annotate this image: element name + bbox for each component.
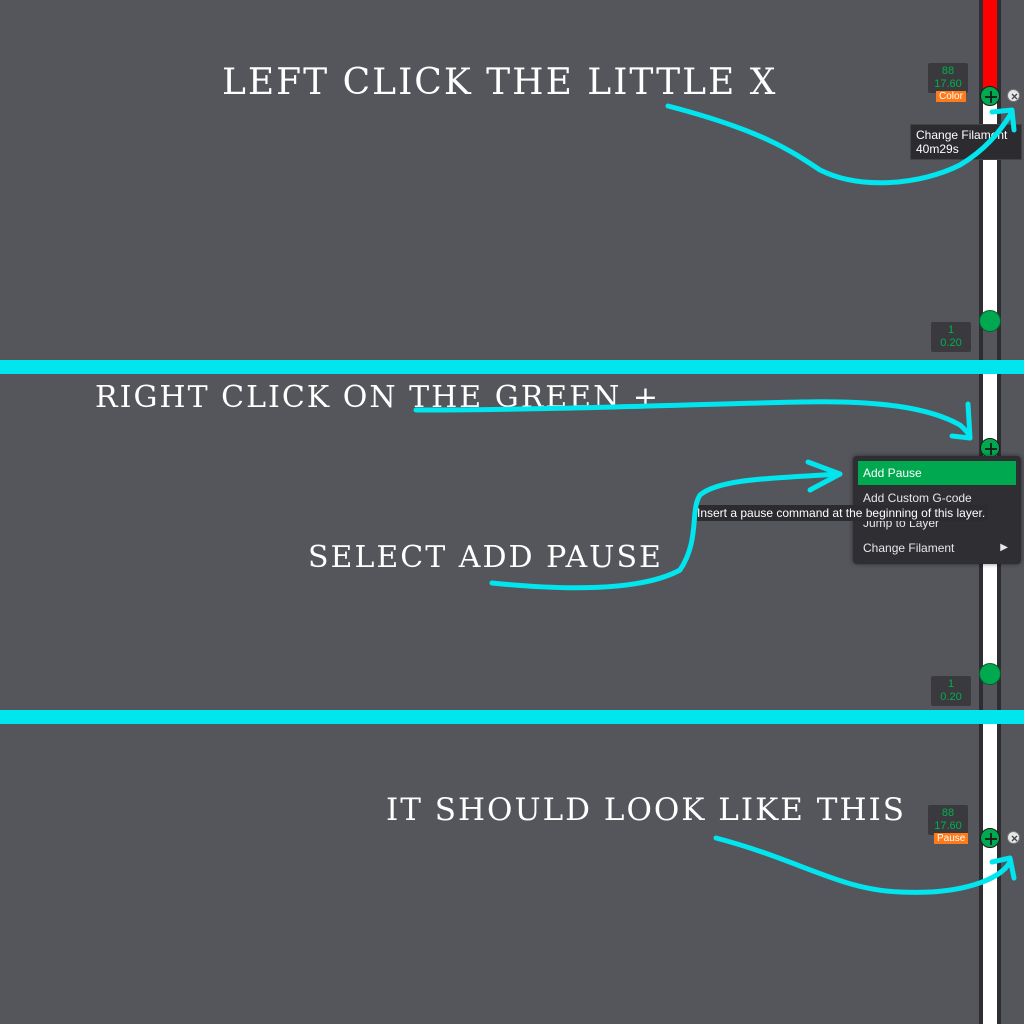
panel-step-2: RIGHT CLICK ON THE GREEN + SELECT ADD PA… bbox=[0, 374, 1024, 710]
bottom-layer-label: 1 0.20 bbox=[931, 676, 971, 706]
caption-step-4: IT SHOULD LOOK LIKE THIS bbox=[386, 792, 906, 828]
top-layer-height: 17.60 bbox=[934, 820, 962, 832]
upper-thumb-plus-button[interactable] bbox=[980, 438, 1000, 458]
top-layer-height: 17.60 bbox=[934, 78, 962, 90]
tooltip-time: 40m29s bbox=[916, 142, 959, 156]
bottom-layer-number: 1 bbox=[947, 324, 955, 336]
menu-item-add-pause[interactable]: Add Pause bbox=[858, 461, 1016, 485]
bottom-layer-number: 1 bbox=[947, 678, 955, 690]
upper-thumb-plus-button[interactable] bbox=[980, 86, 1000, 106]
tooltip-title: Change Filament bbox=[916, 128, 1008, 142]
panel-divider bbox=[0, 360, 1024, 374]
top-layer-number: 88 bbox=[941, 65, 955, 77]
lower-thumb[interactable] bbox=[979, 310, 1001, 332]
close-icon bbox=[1011, 93, 1018, 100]
pause-tag: Pause bbox=[934, 833, 969, 844]
plus-icon bbox=[985, 91, 997, 103]
top-layer-label: 88 17.60 bbox=[928, 805, 968, 835]
bottom-layer-label: 1 0.20 bbox=[931, 322, 971, 352]
top-layer-number: 88 bbox=[941, 807, 955, 819]
caption-step-1: LEFT CLICK THE LITTLE X bbox=[222, 62, 778, 103]
slider-track-edge bbox=[997, 724, 1001, 1024]
menu-item-change-filament-label: Change Filament bbox=[863, 541, 955, 555]
caption-step-2: RIGHT CLICK ON THE GREEN + bbox=[95, 380, 661, 415]
panel-step-1: LEFT CLICK THE LITTLE X 88 17.60 Color C… bbox=[0, 0, 1024, 360]
color-change-segment bbox=[983, 0, 997, 92]
upper-thumb-plus-button[interactable] bbox=[980, 828, 1000, 848]
menu-item-change-filament[interactable]: Change Filament ▶ bbox=[858, 536, 1016, 560]
bottom-layer-height: 0.20 bbox=[940, 337, 962, 349]
plus-icon bbox=[985, 443, 997, 455]
slider-track-edge bbox=[997, 0, 1001, 360]
change-filament-tooltip: Change Filament 40m29s bbox=[910, 124, 1022, 160]
submenu-arrow-icon: ▶ bbox=[1000, 542, 1008, 553]
lower-thumb[interactable] bbox=[979, 663, 1001, 685]
slider-track[interactable] bbox=[983, 724, 997, 1024]
top-layer-label: 88 17.60 bbox=[928, 63, 968, 93]
delete-tick-button[interactable] bbox=[1007, 831, 1020, 844]
caption-step-3: SELECT ADD PAUSE bbox=[308, 540, 663, 575]
color-tag: Color bbox=[936, 91, 966, 102]
menu-item-add-custom-gcode[interactable]: Add Custom G-code bbox=[863, 491, 972, 505]
bottom-layer-height: 0.20 bbox=[940, 691, 962, 703]
delete-tick-button[interactable] bbox=[1007, 89, 1020, 102]
add-pause-hint-tooltip: Insert a pause command at the beginning … bbox=[694, 505, 989, 521]
panel-step-4: IT SHOULD LOOK LIKE THIS 88 17.60 Pause bbox=[0, 724, 1024, 1024]
panel-divider bbox=[0, 710, 1024, 724]
plus-icon bbox=[985, 833, 997, 845]
close-icon bbox=[1011, 835, 1018, 842]
